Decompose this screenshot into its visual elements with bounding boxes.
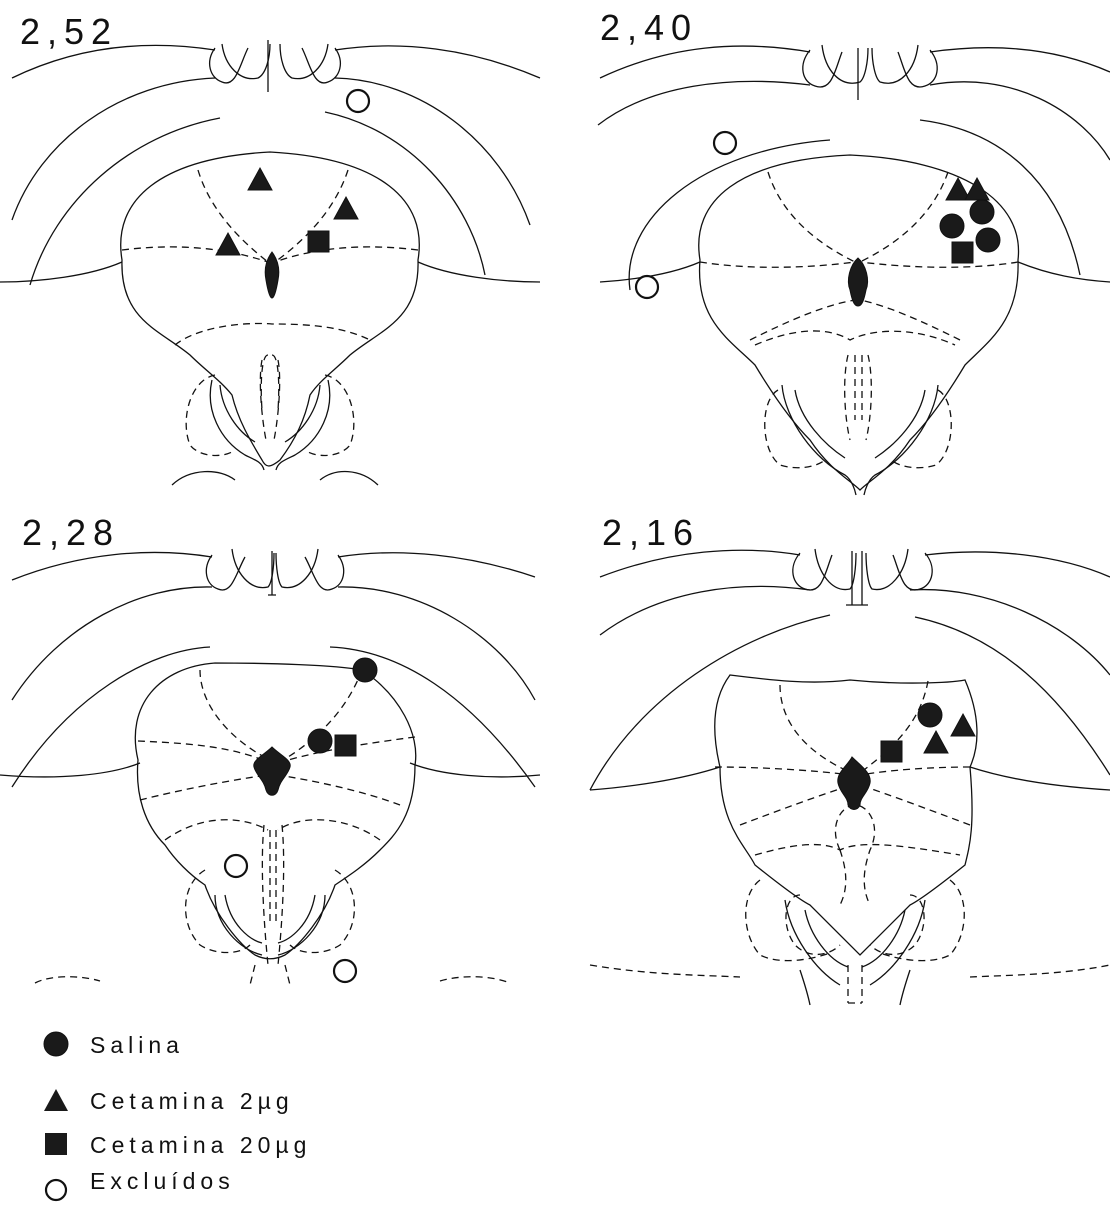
cetamina-2ug-marker (951, 714, 975, 736)
excluded-marker (636, 276, 658, 298)
salina-marker (940, 214, 964, 238)
excluded-marker (225, 855, 247, 877)
cetamina-2ug-marker (334, 197, 358, 219)
cetamina-20ug-marker (335, 735, 356, 756)
excluded-marker (714, 132, 736, 154)
brain-section-drawing (0, 0, 540, 500)
filled-square-icon (42, 1130, 70, 1158)
legend-label: Salina (90, 1032, 184, 1059)
salina-marker (970, 200, 994, 224)
cetamina-20ug-marker (881, 741, 902, 762)
excluded-marker (347, 90, 369, 112)
salina-marker (353, 658, 377, 682)
brain-section-drawing (570, 505, 1110, 1005)
cetamina-2ug-marker (216, 233, 240, 255)
filled-circle-icon (42, 1030, 70, 1058)
filled-triangle-icon (42, 1086, 70, 1114)
excluded-marker (334, 960, 356, 982)
salina-marker (976, 228, 1000, 252)
cetamina-2ug-marker (924, 731, 948, 753)
legend-label: Excluídos (90, 1168, 235, 1195)
brain-section-drawing (0, 505, 540, 1005)
section-panel-2-16: 2,16 (570, 505, 1110, 1005)
cetamina-20ug-marker (308, 231, 329, 252)
section-panel-2-52: 2,52 (0, 0, 540, 500)
cetamina-2ug-marker (248, 168, 272, 190)
section-panel-2-28: 2,28 (0, 505, 540, 1005)
legend-label: Cetamina 20µg (90, 1132, 311, 1159)
salina-marker (918, 703, 942, 727)
section-panel-2-40: 2,40 (570, 0, 1110, 500)
brain-section-drawing (570, 0, 1110, 500)
legend-label: Cetamina 2µg (90, 1088, 294, 1115)
open-circle-icon (42, 1176, 70, 1204)
salina-marker (308, 729, 332, 753)
cetamina-20ug-marker (952, 242, 973, 263)
